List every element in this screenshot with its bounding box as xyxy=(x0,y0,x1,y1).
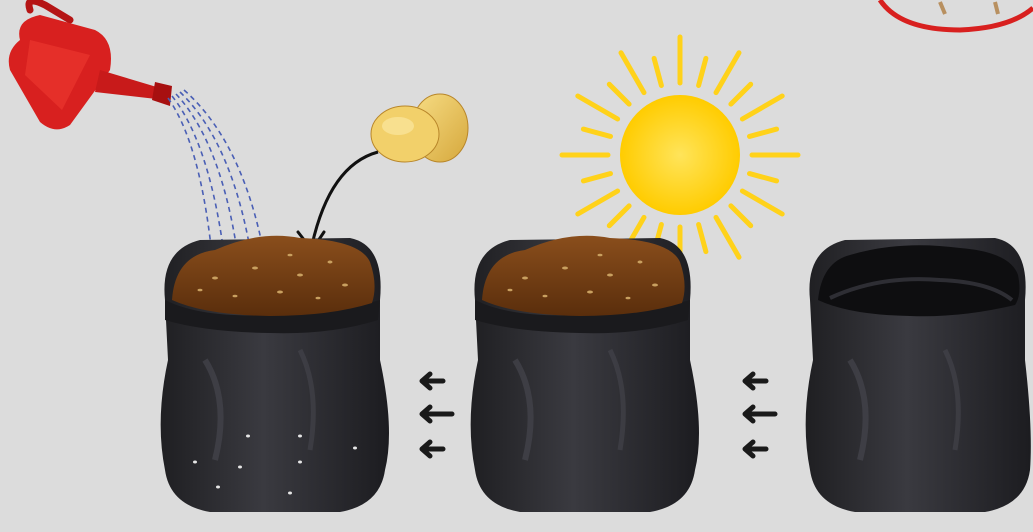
left-arrow-icon xyxy=(745,374,766,388)
left-arrow-icon xyxy=(422,407,452,421)
grow-bag-planted xyxy=(161,236,389,512)
sun-ray xyxy=(731,84,751,104)
sun-ray xyxy=(716,217,739,257)
sun-ray xyxy=(583,174,610,181)
sun-ray xyxy=(609,84,629,104)
sun-ray xyxy=(609,206,629,226)
left-arrow-group-2 xyxy=(745,374,775,456)
planting-arrow-icon xyxy=(298,152,378,250)
sun-ray xyxy=(583,129,610,136)
left-arrow-icon xyxy=(745,442,766,456)
sun-ray xyxy=(750,129,777,136)
sun-ray xyxy=(716,53,739,93)
sun-ray xyxy=(578,191,618,214)
sun-ray xyxy=(699,58,706,85)
sun-ray xyxy=(750,174,777,181)
left-arrow-icon xyxy=(422,442,443,456)
sun-ray xyxy=(742,96,782,119)
badge-ring-icon xyxy=(880,0,1033,30)
sun-ray xyxy=(731,206,751,226)
sun-ray xyxy=(699,225,706,252)
seed-potato-icon xyxy=(371,94,468,162)
left-arrow-icon xyxy=(422,374,443,388)
grow-bag-empty xyxy=(806,238,1031,512)
left-arrow-icon xyxy=(745,407,775,421)
watering-can-icon xyxy=(9,1,172,129)
sun-ray xyxy=(578,96,618,119)
sun-ray xyxy=(654,58,661,85)
left-arrow-group-1 xyxy=(422,374,452,456)
sun-ray xyxy=(621,53,644,93)
grow-bag-soil xyxy=(471,236,699,512)
sun-ray xyxy=(742,191,782,214)
